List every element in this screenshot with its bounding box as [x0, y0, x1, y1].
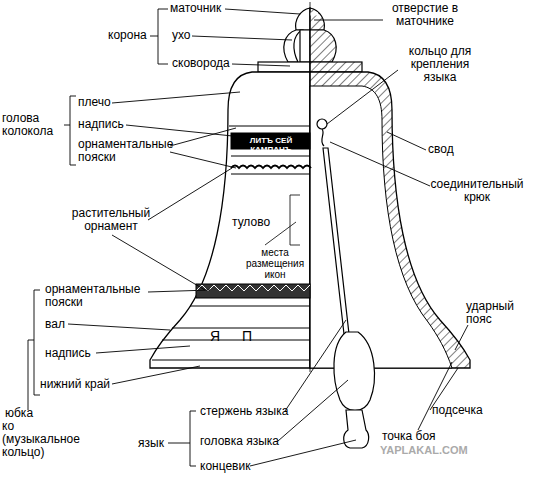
part-label: головка языка — [200, 435, 279, 448]
part-label: голова колокола — [2, 112, 68, 138]
part-label: YAPLAKAL.COM — [380, 444, 468, 456]
part-label: ко (музыкальное кольцо) — [2, 420, 86, 459]
part-label: корона — [108, 29, 147, 42]
bell-section — [310, 72, 470, 368]
part-label: орнаментальные пояски — [45, 283, 145, 309]
part-label: юбка — [5, 407, 33, 420]
part-label: П — [242, 329, 252, 344]
part-label: орнаментальные пояски — [78, 138, 174, 164]
part-label: нижний край — [40, 378, 110, 391]
part-label: соединительный крюк — [422, 178, 532, 204]
part-label: ударный пояс — [466, 300, 526, 326]
bell-tongue — [317, 119, 374, 448]
part-label: тулово — [232, 216, 270, 229]
part-label: надпись — [45, 347, 91, 360]
ornament-lower — [152, 284, 310, 360]
part-label: свод — [428, 143, 454, 156]
leader-lines — [28, 9, 468, 466]
part-label: подсечка — [432, 404, 483, 417]
part-label: плечо — [78, 96, 111, 109]
bell-cavity — [310, 86, 452, 368]
part-label: вал — [45, 318, 65, 331]
part-label: стержень языка — [200, 405, 288, 418]
bell-axis — [310, 2, 311, 372]
part-label: концевик — [200, 460, 250, 473]
part-label: маточник — [170, 2, 221, 15]
part-label: точка боя — [382, 430, 436, 443]
part-label: кольцо для крепления языка — [398, 45, 482, 84]
part-label: ухо — [172, 29, 191, 42]
part-label: сковорода — [172, 57, 230, 70]
part-label: отверстие в маточнике — [383, 2, 467, 28]
part-label: Я — [210, 329, 220, 344]
part-label: язык — [138, 437, 164, 450]
part-label: растительный орнамент — [58, 207, 164, 233]
ornament-belts — [229, 126, 311, 245]
bell-outline — [150, 72, 310, 368]
part-label: места размещения икон — [243, 247, 307, 280]
part-label: ЛИТЪ СЕЙ КАМПАНЪ — [232, 136, 310, 154]
part-label: надпись — [78, 118, 124, 131]
